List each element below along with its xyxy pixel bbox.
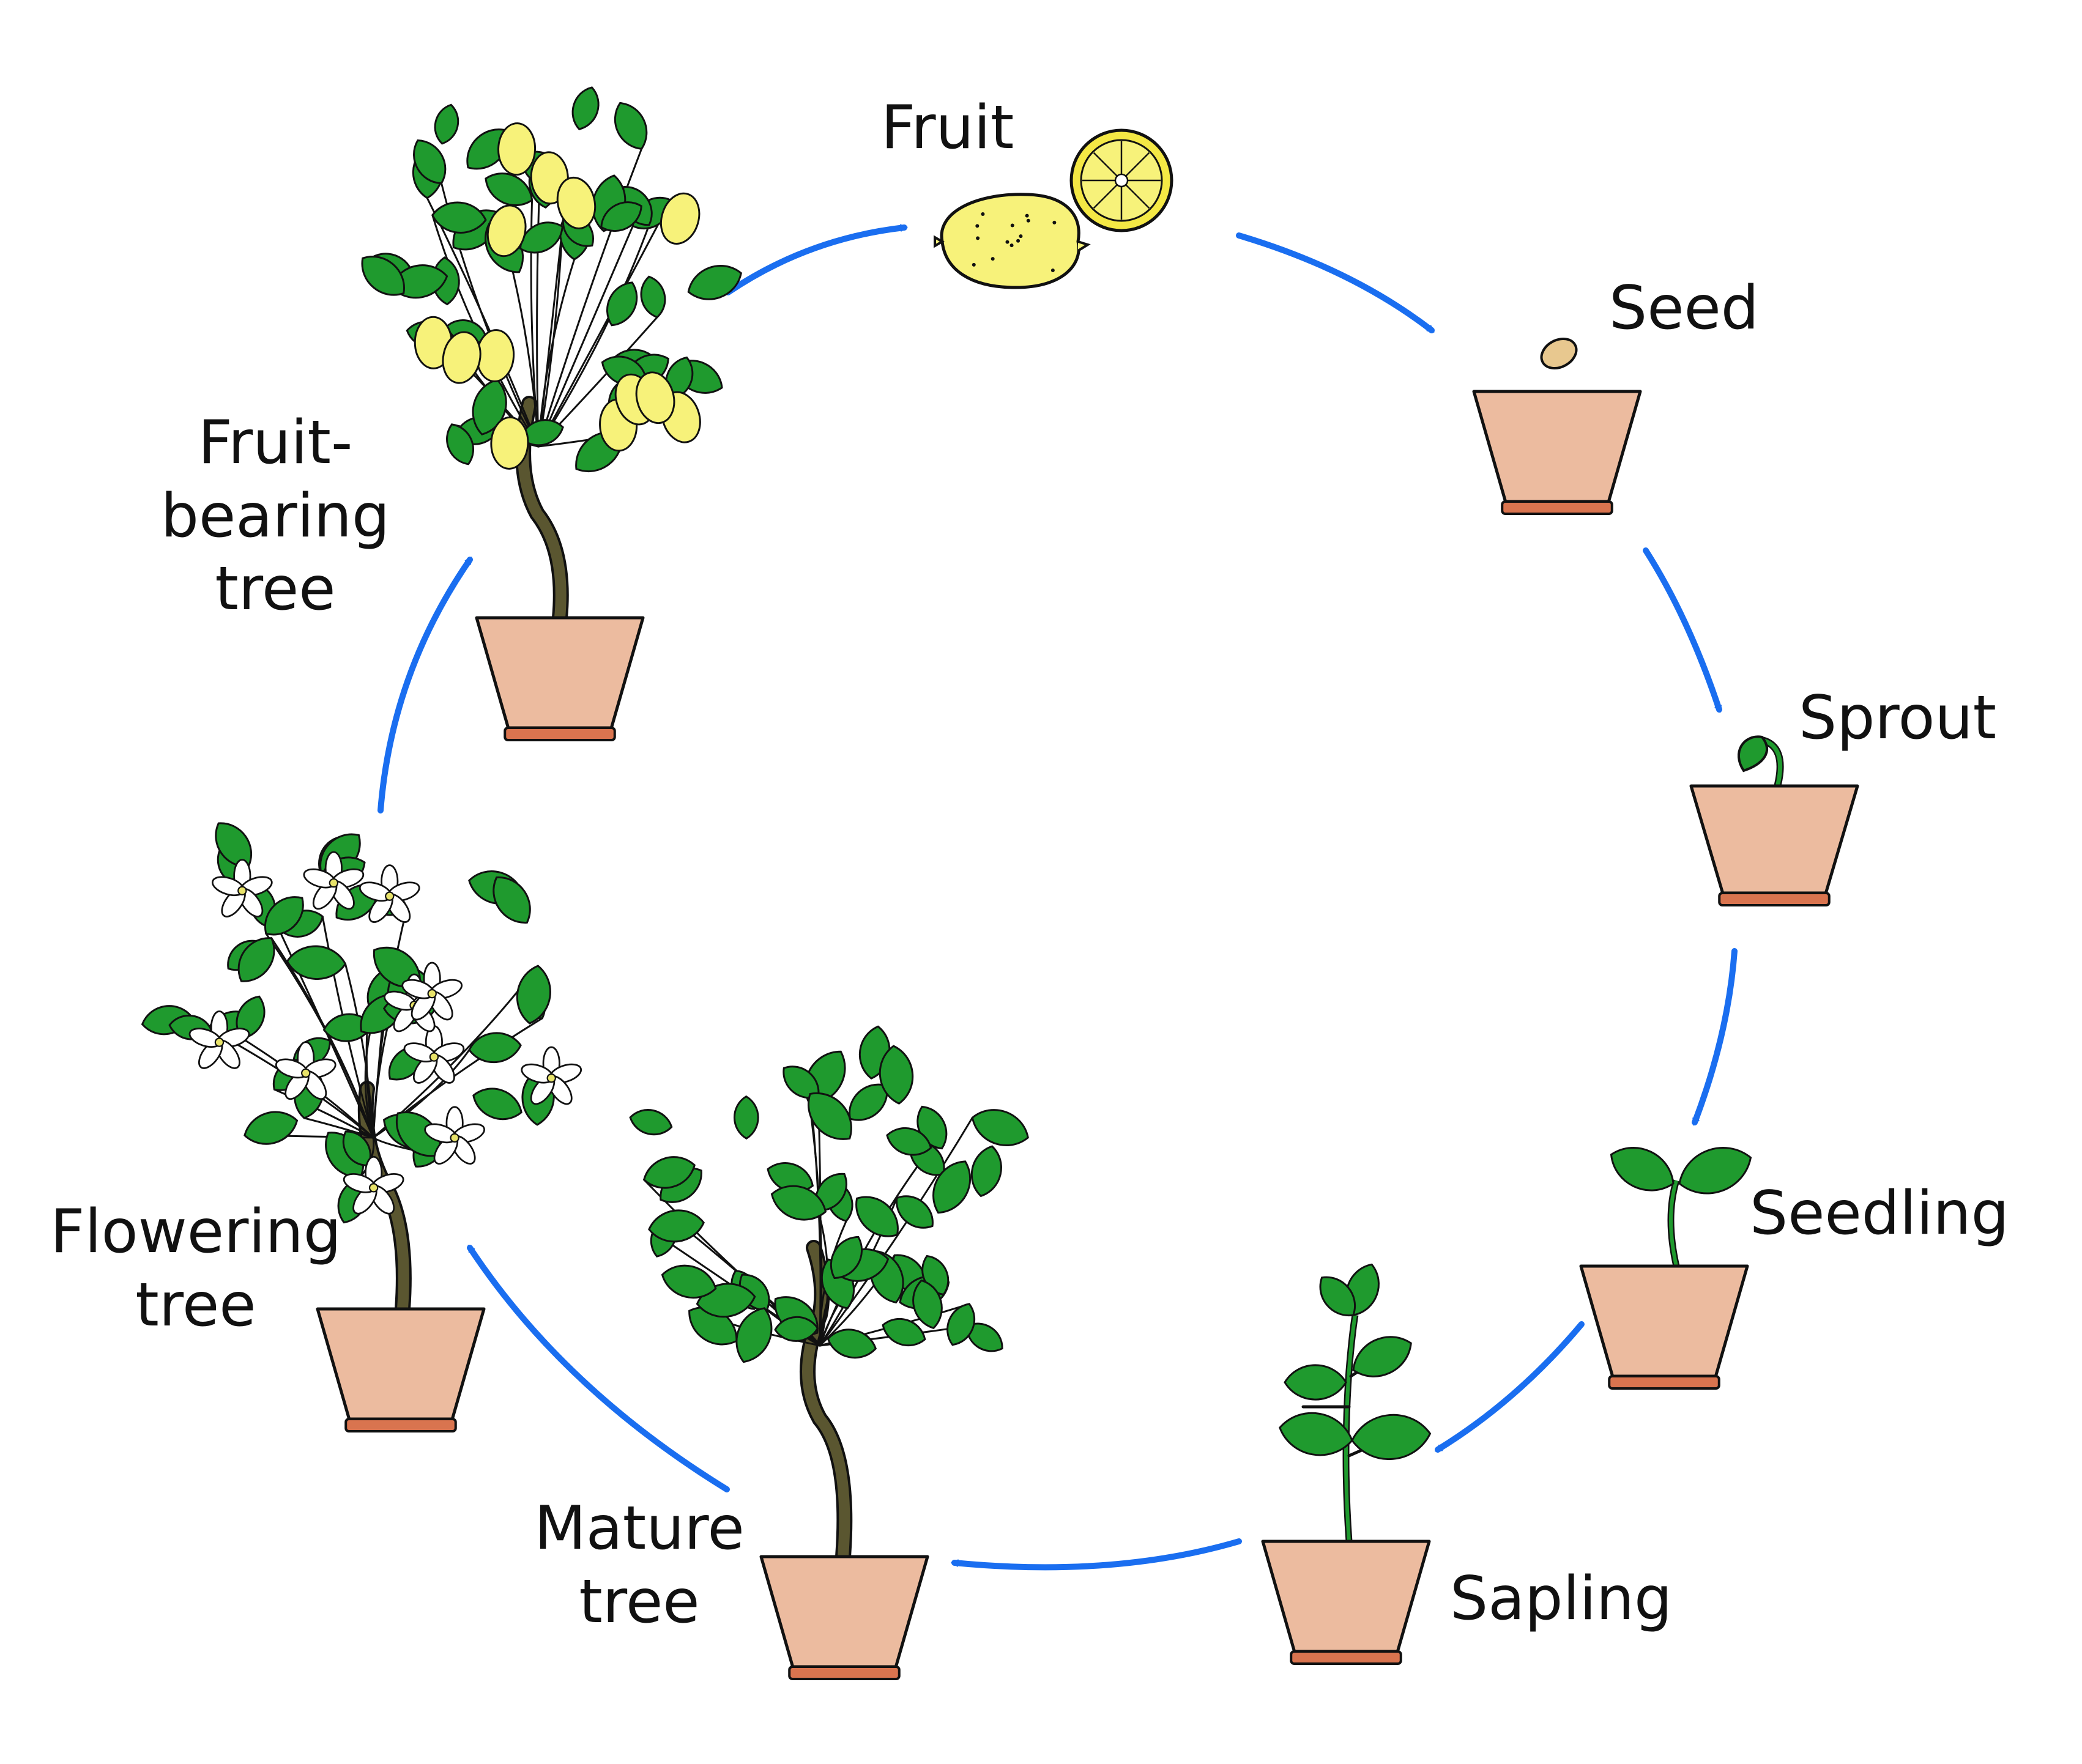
stage-label-seedling: Seedling: [1750, 1179, 2009, 1248]
mature-tree-illustration: [626, 1023, 1035, 1565]
flowering-tree-illustration: [139, 813, 582, 1317]
stage-label-fruit-bearing-tree: Fruit- bearing tree: [160, 408, 390, 624]
stage-label-flowering-tree: Flowering tree: [50, 1197, 341, 1340]
sapling-pot: [1261, 1540, 1431, 1665]
arrow-flowering-to-fruit-bearing: [377, 557, 473, 813]
seedling-pot: [1579, 1264, 1749, 1390]
arrow-seed-to-sprout: [1643, 547, 1722, 713]
sprout-pot: [1689, 784, 1859, 906]
mature-tree-pot: [759, 1555, 929, 1680]
flowering-tree-pot: [316, 1307, 486, 1432]
fruit-bearing-tree-pot: [475, 616, 645, 741]
stage-label-sapling: Sapling: [1450, 1564, 1673, 1634]
seed-illustration: [1540, 338, 1578, 369]
sapling-illustration: [1275, 1258, 1433, 1542]
stage-label-seed: Seed: [1609, 273, 1759, 343]
seed-pot: [1472, 390, 1642, 515]
sprout-illustration: [1737, 735, 1784, 788]
arrow-sprout-to-seedling: [1692, 948, 1738, 1126]
arrow-sapling-to-mature: [951, 1538, 1242, 1571]
arrow-fruit-to-seed: [1236, 232, 1435, 333]
stage-label-mature-tree: Mature tree: [534, 1494, 745, 1637]
arrow-mature-to-flowering: [467, 1245, 730, 1492]
arrow-seedling-to-sapling: [1435, 1321, 1585, 1453]
fruit-bearing-tree-illustration: [352, 83, 748, 626]
arrow-fruit-bearing-to-fruit: [725, 224, 908, 295]
fruit-illustration: [934, 128, 1173, 289]
stage-label-fruit: Fruit: [881, 93, 1014, 163]
stage-label-sprout: Sprout: [1799, 683, 1997, 753]
seedling-illustration: [1602, 1136, 1759, 1267]
